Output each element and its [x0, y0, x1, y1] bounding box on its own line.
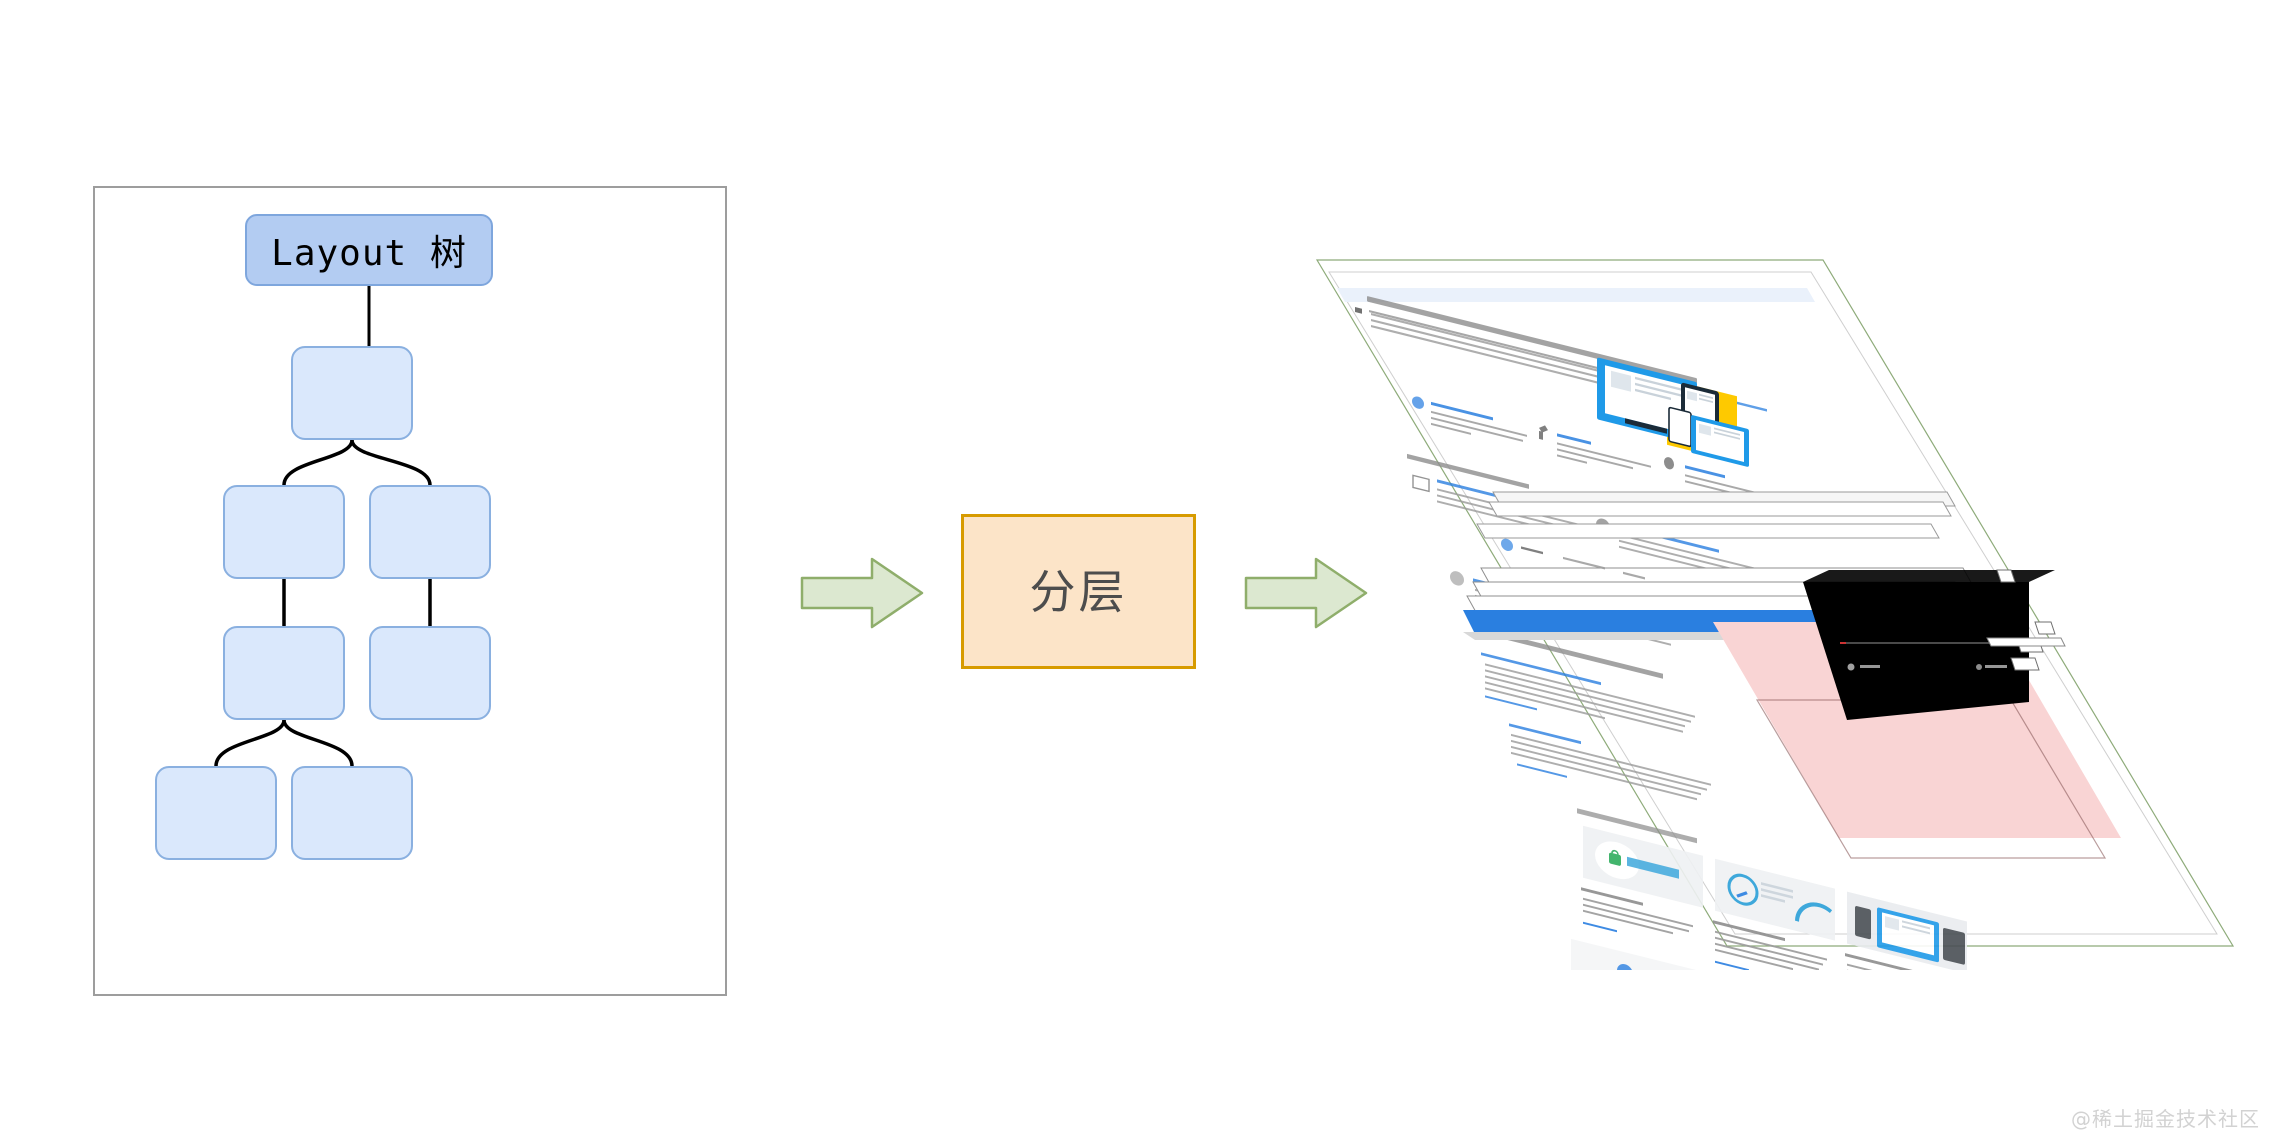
arrow-to-layering-icon [800, 557, 924, 629]
page-volume-outline [1315, 259, 2235, 947]
layered-page-illustration [1295, 230, 2255, 970]
tree-node-root: Layout 树 [245, 214, 493, 286]
tree-node-n3 [369, 485, 491, 579]
arrow-to-layers-icon [1244, 557, 1368, 629]
watermark: @稀土掘金技术社区 [2071, 1107, 2260, 1131]
layout-tree-panel: Layout 树 [93, 186, 727, 996]
tree-node-n6 [155, 766, 277, 860]
scrollbar-strip-layer [1476, 491, 1956, 539]
layering-step-box: 分层 [961, 514, 1196, 669]
video-layer [1803, 570, 2055, 720]
layering-step-label: 分层 [1029, 564, 1128, 619]
tree-node-n1 [291, 346, 413, 440]
floating-pane-layer [1986, 569, 2066, 671]
tree-node-n5 [369, 626, 491, 720]
tree-node-n2 [223, 485, 345, 579]
tree-node-n4 [223, 626, 345, 720]
tree-root-label: Layout 树 [271, 233, 467, 274]
tree-connectors [214, 286, 432, 768]
tree-node-n7 [291, 766, 413, 860]
